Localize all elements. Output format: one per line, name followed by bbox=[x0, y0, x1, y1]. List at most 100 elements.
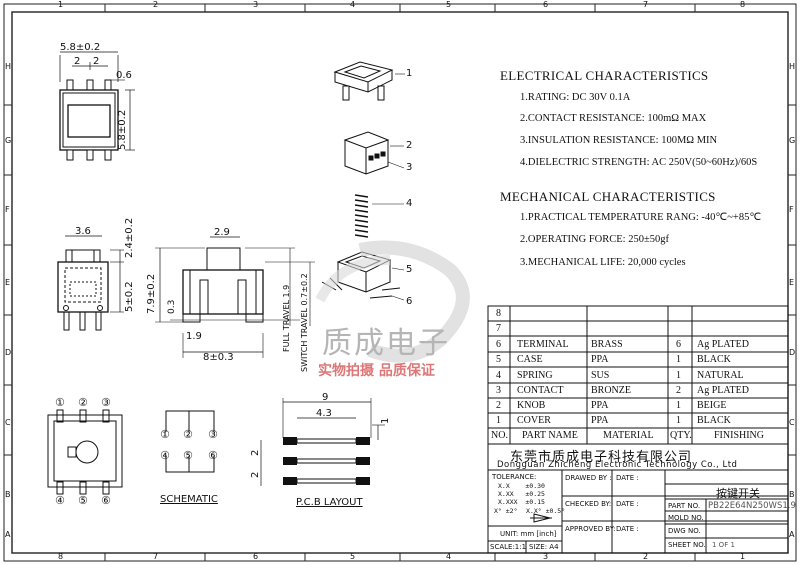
bottom-view bbox=[47, 409, 123, 495]
sheet-no-label: SHEET NO. bbox=[668, 541, 706, 549]
tolerance-title: TOLERANCE: bbox=[492, 473, 537, 481]
bom-row-1-material: PPA bbox=[591, 415, 609, 426]
col-label-bottom-8: 1 bbox=[740, 552, 746, 561]
dim-pitch-b: 2 bbox=[93, 56, 100, 67]
bom-row-1-no: 1 bbox=[496, 415, 501, 426]
row-label-right-g: G bbox=[789, 136, 796, 145]
schematic-num-1: ① bbox=[160, 428, 170, 441]
bom-header-material: MATERIAL bbox=[603, 430, 654, 441]
row-label-left-f: F bbox=[5, 205, 10, 214]
explode-label-3: 3 bbox=[406, 162, 413, 173]
bom-row-2-part: KNOB bbox=[517, 400, 546, 411]
unit-label: UNIT: mm [inch] bbox=[500, 530, 557, 538]
bom-row-6-finish: Ag PLATED bbox=[697, 339, 749, 350]
company-name-en: Dongguan Zhicheng Electronic Technology … bbox=[497, 460, 738, 470]
tolerance-angle-b: X.X° ±0.5° bbox=[526, 507, 566, 515]
row-label-left-h: H bbox=[5, 62, 12, 71]
part-no-value: PB22E64N250WS1.9 bbox=[708, 501, 796, 511]
dwg-no-label: DWG NO. bbox=[668, 527, 701, 535]
col-label-top-3: 3 bbox=[253, 0, 259, 9]
row-label-left-b: B bbox=[5, 490, 11, 499]
col-label-bottom-3: 6 bbox=[253, 552, 259, 561]
electrical-item-1: 1.RATING: DC 30V 0.1A bbox=[520, 92, 631, 103]
col-label-top-4: 4 bbox=[350, 0, 356, 9]
row-label-right-c: C bbox=[789, 418, 795, 427]
row-label-left-e: E bbox=[5, 278, 11, 287]
col-label-bottom-6: 3 bbox=[543, 552, 549, 561]
product-name: 按键开关 bbox=[716, 487, 760, 500]
electrical-item-3: 3.INSULATION RESISTANCE: 100MΩ MIN bbox=[520, 135, 718, 146]
col-label-bottom-4: 5 bbox=[350, 552, 356, 561]
bom-row-2-material: PPA bbox=[591, 400, 609, 411]
checked-date-label: DATE : bbox=[616, 500, 639, 508]
drawed-by-label: DRAWED BY : bbox=[565, 474, 612, 482]
company-name-cn: 东莞市质成电子科技有限公司 bbox=[510, 450, 693, 465]
explode-label-2: 2 bbox=[406, 140, 413, 151]
col-label-top-1: 1 bbox=[58, 0, 64, 9]
bom-row-4-part: SPRING bbox=[517, 370, 553, 381]
row-label-right-h: H bbox=[789, 62, 796, 71]
bom-row-7-no: 7 bbox=[496, 323, 501, 334]
bom-row-4-qty: 1 bbox=[676, 370, 681, 381]
bom-row-4-no: 4 bbox=[496, 370, 501, 381]
bom-row-6-qty: 6 bbox=[676, 339, 681, 350]
col-label-bottom-2: 7 bbox=[153, 552, 159, 561]
schematic-title: SCHEMATIC bbox=[160, 494, 218, 505]
pcb-pads bbox=[283, 437, 370, 485]
dim-front-top: 2.9 bbox=[214, 227, 230, 238]
front-view bbox=[155, 236, 315, 358]
bom-row-6-no: 6 bbox=[496, 339, 501, 350]
sheet-no-value: 1 OF 1 bbox=[712, 541, 735, 549]
dim-side-width: 3.6 bbox=[75, 226, 91, 237]
col-label-top-8: 8 bbox=[740, 0, 746, 9]
row-label-right-f: F bbox=[789, 205, 794, 214]
bom-row-4-material: SUS bbox=[591, 370, 610, 381]
electrical-item-4: 4.DIELECTRIC STRENGTH: AC 250V(50~60Hz)/… bbox=[520, 157, 758, 168]
dim-pcb-width: 9 bbox=[322, 392, 329, 403]
pcb-layout-drawing bbox=[260, 398, 385, 486]
bom-row-5-finish: BLACK bbox=[697, 354, 731, 365]
col-label-bottom-5: 4 bbox=[446, 552, 452, 561]
mechanical-item-3: 3.MECHANICAL LIFE: 20,000 cycles bbox=[520, 257, 686, 268]
mechanical-item-1: 1.PRACTICAL TEMPERATURE RANG: -40℃~+85℃ bbox=[520, 212, 762, 223]
bom-row-5-qty: 1 bbox=[676, 354, 681, 365]
explode-label-5: 5 bbox=[406, 264, 413, 275]
schematic-num-5: ⑤ bbox=[183, 449, 193, 462]
bom-row-3-qty: 2 bbox=[676, 385, 681, 396]
row-label-right-b: B bbox=[789, 490, 795, 499]
bom-row-5-part: CASE bbox=[517, 354, 543, 365]
row-label-left-g: G bbox=[5, 136, 12, 145]
exploded-view bbox=[321, 61, 405, 301]
electrical-title: ELECTRICAL CHARACTERISTICS bbox=[500, 68, 709, 83]
explode-label-1: 1 bbox=[406, 68, 413, 79]
watermark-name: 质成电子 bbox=[322, 326, 450, 361]
schematic-num-3: ③ bbox=[208, 428, 218, 441]
bom-row-3-no: 3 bbox=[496, 385, 501, 396]
drawed-date-label: DATE : bbox=[616, 474, 639, 482]
dim-top-width: 5.8±0.2 bbox=[60, 42, 101, 53]
col-label-bottom-7: 2 bbox=[643, 552, 649, 561]
row-label-right-d: D bbox=[789, 348, 796, 357]
bom-header-finish: FINISHING bbox=[714, 430, 764, 441]
bom-row-2-finish: BEIGE bbox=[697, 400, 727, 411]
col-label-top-2: 2 bbox=[153, 0, 159, 9]
bom-header-no: NO. bbox=[491, 430, 508, 441]
bom-row-1-part: COVER bbox=[517, 415, 551, 426]
watermark-logo bbox=[315, 240, 470, 363]
bom-row-1-finish: BLACK bbox=[697, 415, 731, 426]
schematic-drawing bbox=[165, 410, 215, 473]
size-label: SIZE: A4 bbox=[529, 543, 559, 551]
bom-row-3-finish: Ag PLATED bbox=[697, 385, 749, 396]
pin-number-2: ② bbox=[78, 396, 88, 409]
bom-row-6-material: BRASS bbox=[591, 339, 623, 350]
dim-front-base: 8±0.3 bbox=[203, 352, 234, 363]
explode-label-4: 4 bbox=[406, 198, 413, 209]
bom-header-part: PART NAME bbox=[522, 430, 578, 441]
approved-date-label: DATE : bbox=[616, 525, 639, 533]
mold-no-label: MOLD NO. bbox=[668, 514, 704, 522]
tolerance-line-2: X.XX ±0.25 bbox=[498, 490, 545, 498]
